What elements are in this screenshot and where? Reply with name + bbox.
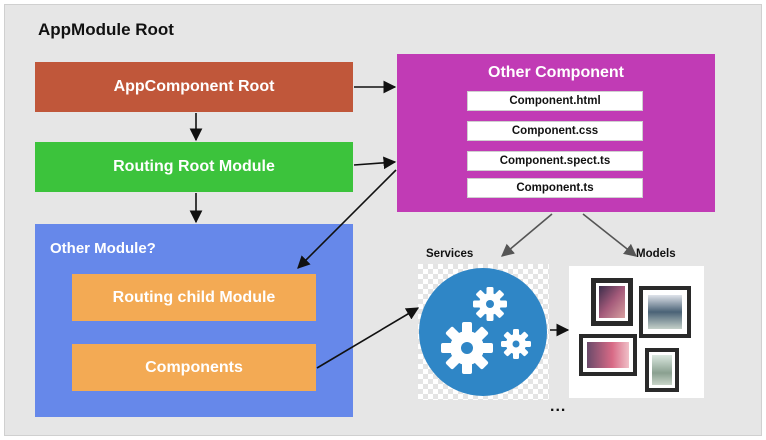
arrow-routing-to-othercomp — [353, 156, 397, 170]
app-component-root-box: AppComponent Root — [35, 62, 353, 112]
services-label: Services — [426, 248, 474, 260]
routing-child-module-label: Routing child Module — [112, 288, 276, 306]
component-html-file: Component.html — [467, 91, 643, 111]
components-label: Components — [145, 358, 243, 376]
models-label: Models — [636, 248, 676, 260]
arrow-othercomp-to-models — [582, 213, 638, 257]
diagram-title: AppModule Root — [38, 20, 174, 39]
routing-child-module-box: Routing child Module — [72, 274, 316, 321]
gears-icon — [419, 268, 547, 396]
arrow-components-to-services — [316, 307, 420, 369]
arrow-othercomp-to-services — [501, 213, 553, 257]
services-image — [418, 264, 549, 400]
components-box: Components — [72, 344, 316, 391]
models-image — [569, 266, 704, 398]
arrow-othercomp-to-routingchild — [297, 169, 397, 269]
component-ts-file: Component.ts — [467, 178, 643, 198]
other-component-label: Other Component — [488, 64, 624, 81]
app-component-root-label: AppComponent Root — [113, 78, 275, 95]
component-css-file: Component.css — [467, 121, 643, 141]
routing-root-module-label: Routing Root Module — [113, 158, 275, 175]
picture-frames-icon — [579, 278, 691, 392]
ellipsis-more: ... — [550, 398, 567, 415]
other-module-label: Other Module? — [50, 240, 156, 257]
component-spec-file: Component.spect.ts — [467, 151, 643, 171]
routing-root-module-box: Routing Root Module — [35, 142, 353, 192]
